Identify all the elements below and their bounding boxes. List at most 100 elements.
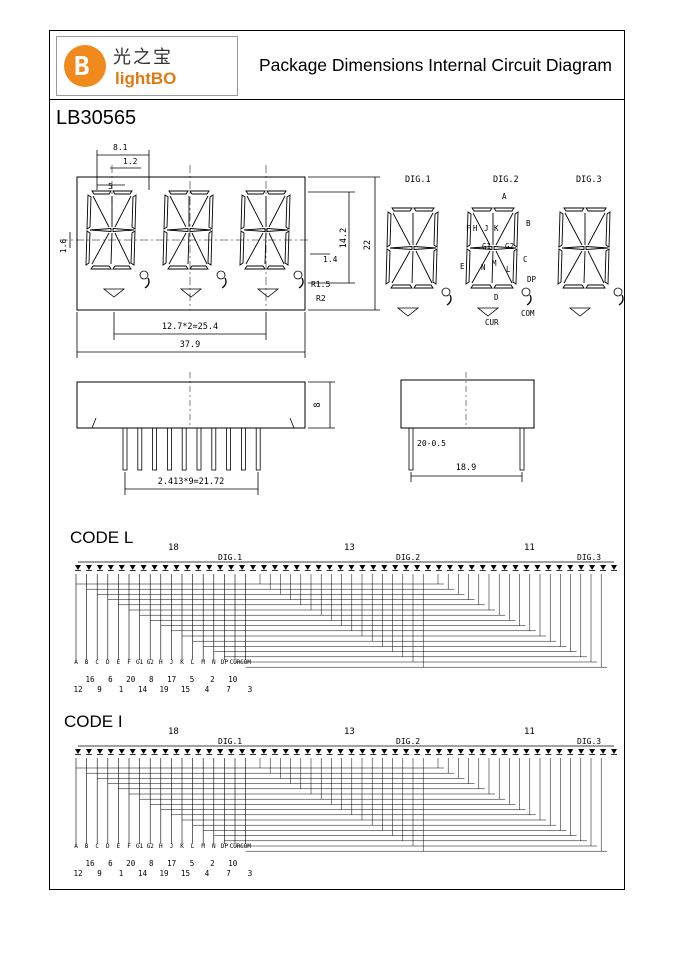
- end-pin-left: [408, 427, 414, 471]
- circuit-l-led-40: [501, 565, 508, 570]
- dim-text: R1.5: [311, 280, 330, 289]
- circuit-l-led-7: [140, 565, 147, 570]
- circuit-i-pin-lower-1: 1: [119, 869, 124, 878]
- side-view-chamfer: [91, 417, 295, 429]
- logo-chinese-text: 光之宝: [113, 47, 173, 68]
- circuit-i-pin-lower-3: 3: [248, 869, 253, 878]
- circuit-l-led-33: [425, 565, 432, 570]
- circuit-i-led-3: [96, 749, 103, 754]
- circuit-l-pin-upper-17: 17: [167, 675, 176, 684]
- circuit-l-led-34: [435, 565, 442, 570]
- circuit-l-seg-label-com: COM: [240, 659, 251, 666]
- circuit-l-led-15: [228, 565, 235, 570]
- circuit-l-pin-lower-12: 12: [73, 685, 82, 694]
- digit-label-2: DIG.2: [493, 175, 519, 185]
- front-dp-3: [293, 270, 303, 280]
- circuit-l-pin-upper-20: 20: [126, 675, 136, 684]
- circuit-i-pin-upper-17: 17: [167, 859, 176, 868]
- circuit-l-led-10: [173, 565, 180, 570]
- circuit-i-led-44: [545, 749, 552, 754]
- dim-text: 1.6: [59, 239, 68, 254]
- dim-text: 8.1: [113, 143, 128, 152]
- circuit-l-led-39: [490, 565, 497, 570]
- circuit-i-pin-lower-12: 12: [73, 869, 82, 878]
- front-cursor-3: [256, 288, 280, 298]
- circuit-i-led-25: [337, 749, 344, 754]
- segment-label-e: E: [460, 262, 465, 271]
- detail-digit-2: [465, 207, 519, 289]
- pin-6: [196, 427, 202, 471]
- circuit-l-pin-upper-6: 6: [108, 675, 113, 684]
- circuit-i-led-10: [173, 749, 180, 754]
- detail-cursor-3: [568, 307, 592, 317]
- front-view-body: [76, 176, 306, 311]
- front-dp-1: [139, 270, 149, 280]
- circuit-i-led-15: [228, 749, 235, 754]
- circuit-l-pin-upper-5: 5: [190, 675, 195, 684]
- circuit-l-digit-label-1: DIG.1: [218, 553, 242, 562]
- detail-digit-3: [557, 207, 611, 289]
- segment-label-f: F: [466, 224, 471, 233]
- circuit-i-led-33: [425, 749, 432, 754]
- circuit-i-seg-label-d: D: [106, 843, 110, 850]
- circuit-l-led-9: [162, 565, 169, 570]
- circuit-l-led-22: [304, 565, 311, 570]
- circuit-l-pin-lower-15: 15: [181, 685, 190, 694]
- circuit-i-led-9: [162, 749, 169, 754]
- circuit-i-seg-label-l: L: [191, 843, 195, 850]
- circuit-i-digit-label-1: DIG.1: [218, 737, 242, 746]
- segment-label-h: H: [473, 224, 478, 233]
- segment-label-com: COM: [521, 309, 535, 318]
- segment-label-n: N: [481, 263, 486, 272]
- circuit-l-seg-label-j: J: [170, 659, 174, 666]
- segment-label-c: C: [523, 255, 528, 264]
- circuit-l-led-27: [359, 565, 366, 570]
- dim-text: 20-0.5: [417, 439, 446, 448]
- circuit-i-pin-upper-8: 8: [149, 859, 154, 868]
- circuit-i-pin-lower-4: 4: [205, 869, 210, 878]
- circuit-i-led-11: [184, 749, 191, 754]
- circuit-l-led-5: [118, 565, 125, 570]
- end-pin-right: [519, 427, 525, 471]
- circuit-l-led-44: [545, 565, 552, 570]
- circuit-l-pin-lower-7: 7: [226, 685, 231, 694]
- circuit-i-pin-marker-2: 13: [344, 727, 355, 737]
- circuit-l-led-23: [315, 565, 322, 570]
- circuit-l-led-6: [129, 565, 136, 570]
- circuit-i-led-37: [468, 749, 475, 754]
- circuit-i-led-29: [381, 749, 388, 754]
- detail-cursor-1: [396, 307, 420, 317]
- circuit-l-led-21: [293, 565, 300, 570]
- front-dp-1-tail: [144, 277, 150, 289]
- circuit-l-led-8: [151, 565, 158, 570]
- circuit-i-seg-label-b: B: [85, 843, 89, 850]
- circuit-l-led-24: [326, 565, 333, 570]
- front-digit-3: [239, 190, 291, 270]
- circuit-l-seg-label-a: A: [74, 659, 78, 666]
- circuit-l-seg-label-n: N: [212, 659, 216, 666]
- circuit-i-pin-upper-2: 2: [210, 859, 215, 868]
- circuit-l-pin-marker-1: 18: [168, 543, 179, 553]
- circuit-l-led-50: [611, 565, 617, 570]
- circuit-l-led-25: [337, 565, 344, 570]
- circuit-l-seg-label-f: F: [127, 659, 131, 666]
- detail-dp-1-tail: [446, 294, 452, 306]
- logo: B 光之宝 lightBO: [56, 36, 238, 96]
- segment-label-g1: G1: [482, 242, 491, 251]
- circuit-l-led-2: [85, 565, 92, 570]
- circuit-l-led-16: [239, 565, 246, 570]
- pin-5: [181, 427, 187, 471]
- circuit-l-pin-lower-4: 4: [205, 685, 210, 694]
- circuit-i-seg-label-j: J: [170, 843, 174, 850]
- circuit-i-led-21: [293, 749, 300, 754]
- circuit-i-seg-label-c: C: [95, 843, 99, 850]
- pin-2: [137, 427, 143, 471]
- segment-label-d: D: [494, 293, 499, 302]
- circuit-l-led-42: [523, 565, 530, 570]
- segment-label-m: M: [492, 259, 497, 268]
- circuit-l-led-41: [512, 565, 519, 570]
- circuit-l-pin-upper-8: 8: [149, 675, 154, 684]
- circuit-i-led-14: [217, 749, 224, 754]
- circuit-l-led-3: [96, 565, 103, 570]
